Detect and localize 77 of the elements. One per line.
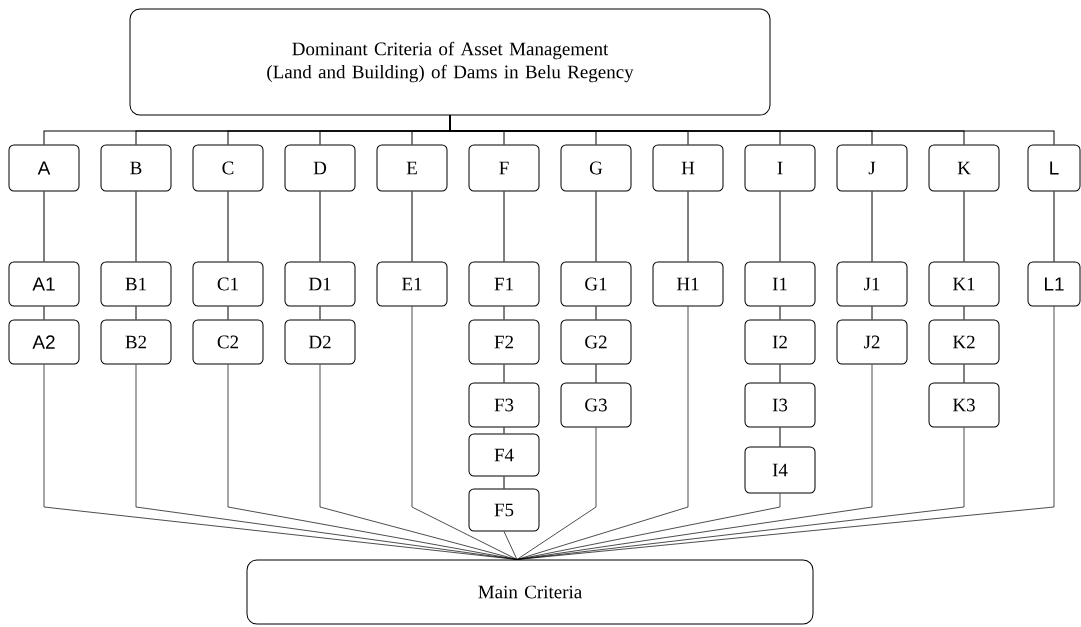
sub-criterion-box: C1 <box>192 261 264 307</box>
criterion-box: K <box>928 144 1000 192</box>
sub-criterion-box: J1 <box>836 261 908 307</box>
sub-criterion-box: J2 <box>836 319 908 365</box>
sub-criterion-box: I2 <box>744 319 816 365</box>
connector-line <box>963 191 965 262</box>
connector-line <box>963 364 965 383</box>
sub-criterion-box: F2 <box>468 319 540 365</box>
sub-criterion-box: E1 <box>376 261 448 307</box>
connector-line <box>227 306 229 320</box>
connector-line <box>595 364 597 383</box>
connector-line <box>411 191 413 262</box>
sub-criterion-box: G1 <box>560 261 632 307</box>
criterion-box: C <box>192 144 264 192</box>
connector-line <box>779 306 781 320</box>
connector-line <box>516 427 597 560</box>
connector-line <box>319 306 321 320</box>
connector-line <box>503 364 505 383</box>
connector-line <box>516 364 873 560</box>
criterion-box: G <box>560 144 632 192</box>
connector-line <box>779 427 781 447</box>
sub-criterion-box: I1 <box>744 261 816 307</box>
connector-line <box>319 191 321 262</box>
sub-criterion-box: K2 <box>928 319 1000 365</box>
sub-criterion-box: D1 <box>284 261 356 307</box>
connector-line <box>227 191 229 262</box>
connector-line <box>871 306 873 320</box>
sub-criterion-box: A1 <box>8 261 80 307</box>
criterion-box: L <box>1027 144 1081 192</box>
criterion-box: D <box>284 144 356 192</box>
sub-criterion-box: F4 <box>468 433 540 477</box>
connector-line <box>411 306 518 560</box>
sub-criterion-box: K1 <box>928 261 1000 307</box>
sub-criterion-box: I3 <box>744 382 816 428</box>
connector-line <box>871 191 873 262</box>
criterion-box: I <box>744 144 816 192</box>
connector-line <box>135 191 137 262</box>
connector-line <box>595 306 597 320</box>
connector-line <box>135 306 137 320</box>
connector-line <box>503 427 505 434</box>
criterion-box: H <box>652 144 724 192</box>
connector-line <box>503 531 518 560</box>
sub-criterion-box: F1 <box>468 261 540 307</box>
result-box: Main Criteria <box>246 559 814 625</box>
sub-criterion-box: B2 <box>100 319 172 365</box>
sub-criterion-box: B1 <box>100 261 172 307</box>
sub-criterion-box: G2 <box>560 319 632 365</box>
connector-line <box>516 306 1055 560</box>
connector-line <box>779 364 781 383</box>
sub-criterion-box: H1 <box>652 261 724 307</box>
sub-criterion-box: L1 <box>1027 261 1081 307</box>
criterion-box: B <box>100 144 172 192</box>
sub-criterion-box: C2 <box>192 319 264 365</box>
sub-criterion-box: F3 <box>468 382 540 428</box>
sub-criterion-box: D2 <box>284 319 356 365</box>
connector-line <box>43 306 45 320</box>
connector-line <box>503 306 505 320</box>
sub-criterion-box: G3 <box>560 382 632 428</box>
connector-line <box>319 364 518 560</box>
title-box: Dominant Criteria of Asset Management (Land and Building) of Dams in Belu Regency <box>129 8 771 116</box>
sub-criterion-box: I4 <box>744 446 816 494</box>
connector-line <box>963 306 965 320</box>
sub-criterion-box: K3 <box>928 382 1000 428</box>
criterion-box: F <box>468 144 540 192</box>
sub-criterion-box: A2 <box>8 319 80 365</box>
connector-line <box>1053 191 1055 262</box>
sub-criterion-box: F5 <box>468 488 540 532</box>
connector-line <box>687 191 689 262</box>
connector-line <box>779 191 781 262</box>
connector-line <box>595 191 597 262</box>
connector-line <box>516 306 689 560</box>
criterion-box: A <box>8 144 80 192</box>
connector-line <box>503 191 505 262</box>
criterion-box: J <box>836 144 908 192</box>
criterion-box: E <box>376 144 448 192</box>
connector-line <box>503 476 505 489</box>
connector-line <box>43 191 45 262</box>
